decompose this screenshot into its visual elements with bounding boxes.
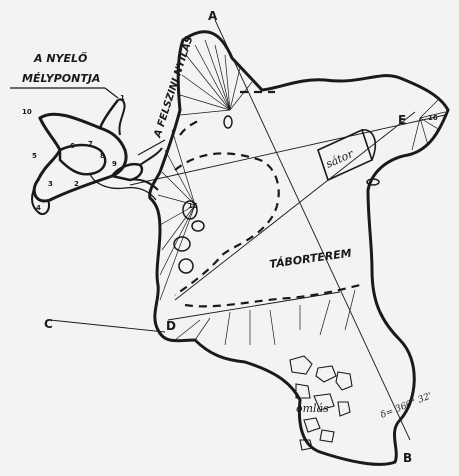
point-b-label: B [403, 451, 412, 465]
label-leaders [10, 87, 166, 156]
tent-symbol [317, 128, 377, 182]
wall-hatching [157, 39, 446, 346]
entrance-label: A FELSZINI NYILÁS [150, 34, 195, 139]
point-e-label: E [398, 113, 406, 127]
station-10: 10 [22, 108, 32, 116]
rubble-label: omlás [296, 402, 329, 415]
survey-lines [49, 19, 446, 441]
station-4: 4 [36, 204, 41, 212]
station-7: 7 [88, 140, 93, 148]
station-8: 8 [100, 152, 105, 160]
station-6: 6 [70, 142, 75, 150]
tent-label: sátor [324, 147, 356, 171]
dashed-boundary [174, 90, 361, 308]
station-3: 3 [48, 180, 53, 188]
passage-system [31, 98, 163, 216]
hall-label: TÁBORTEREM [269, 247, 353, 271]
station-1: 1 [120, 94, 125, 102]
station-2: 2 [74, 180, 79, 188]
boulders [173, 115, 380, 274]
point-d-label: D [166, 319, 176, 333]
sinkhole-label-line2: MÉLYPONTJA [22, 72, 100, 85]
point-c-label: C [44, 317, 53, 331]
rubble-blocks [289, 355, 353, 451]
station-16: 16 [428, 114, 438, 122]
cave-outline [148, 30, 450, 466]
station-15: 15 [188, 202, 198, 210]
sinkhole-label-line1: A NYELŐ [33, 51, 87, 65]
bearing-label: δ= 360° 32' [379, 391, 433, 421]
point-a-label: A [208, 9, 218, 23]
station-5: 5 [32, 152, 37, 160]
station-9: 9 [112, 160, 117, 168]
